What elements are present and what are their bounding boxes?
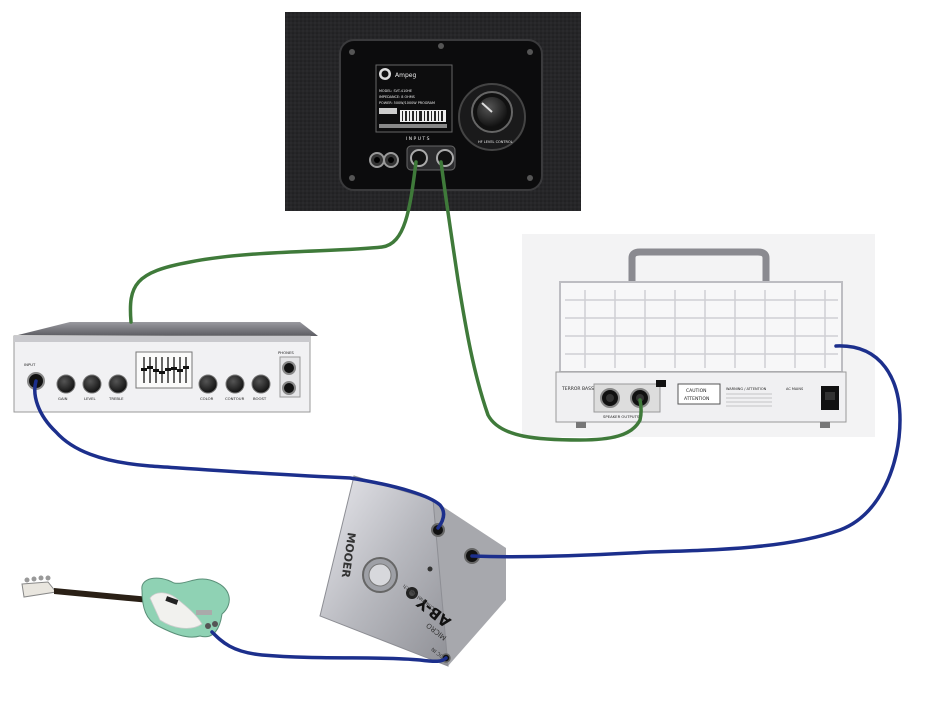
guitar-amp-model: TERROR BASS	[561, 386, 594, 392]
knob-label-gain: GAIN	[58, 396, 68, 401]
blue-cable-bass-amp-to-pedal	[33, 379, 446, 530]
aby-pedal-icon: MOOER AB-Y MICRO Channel Switch DC IN	[319, 475, 506, 667]
bass-amp-input-label: INPUT	[24, 362, 36, 367]
green-cable-cabinet-to-guitar-amp	[439, 160, 643, 442]
cabinet-input-label: I N P U T S	[406, 136, 430, 142]
cabinet-power: POWER: 500W/1000W PROGRAM	[379, 101, 435, 105]
cabinet-brand: Ampeg	[395, 72, 416, 79]
knob-label-boost: BOOST	[253, 396, 267, 401]
knob-label-color: COLOR	[200, 396, 214, 401]
warning-label: WARNING / ATTENTION	[726, 387, 767, 391]
blue-cables	[33, 344, 902, 664]
knob-label-level: LEVEL	[84, 396, 97, 401]
cabinet-impedance: IMPEDANCE: 8 OHMS	[379, 95, 415, 99]
chassis-vents	[565, 290, 838, 368]
bass-amp-head-icon: INPUT GAIN LEVEL TREBLE COLOR CONTOUR BO…	[13, 322, 318, 413]
cabinet-label-plate: Ampeg MODEL: SVT-410HE IMPEDANCE: 8 OHMS…	[375, 64, 453, 133]
bass-guitar-icon	[21, 575, 230, 638]
caution-label: CAUTION	[686, 388, 707, 394]
hf-level-knob: HF LEVEL CONTROL	[458, 83, 526, 151]
graphic-eq	[135, 351, 193, 389]
guitar-amp-head-icon: TERROR BASS SPEAKER OUTPUTS CAUTION ATTE…	[522, 234, 875, 437]
green-cable-amp-to-cabinet	[128, 160, 418, 324]
pedal-brand: MOOER	[339, 532, 358, 580]
phones-label: PHONES	[278, 350, 294, 355]
ac-mains-label: AC MAINS	[786, 387, 804, 391]
cabinet-model: MODEL: SVT-410HE	[379, 89, 412, 93]
speaker-outputs-label: SPEAKER OUTPUTS	[603, 414, 640, 419]
knob-label-treble: TREBLE	[108, 396, 124, 401]
speaker-cabinet-icon: Ampeg MODEL: SVT-410HE IMPEDANCE: 8 OHMS…	[285, 12, 581, 211]
bass-amp-knobs	[56, 374, 271, 394]
blue-cable-bass-to-pedal	[210, 630, 448, 664]
attention-label: ATTENTION	[684, 396, 709, 402]
hf-level-label: HF LEVEL CONTROL	[478, 140, 513, 144]
blue-cable-pedal-to-guitar-amp	[470, 344, 902, 559]
knob-label-contour: CONTOUR	[225, 396, 245, 401]
green-cables	[128, 160, 643, 442]
